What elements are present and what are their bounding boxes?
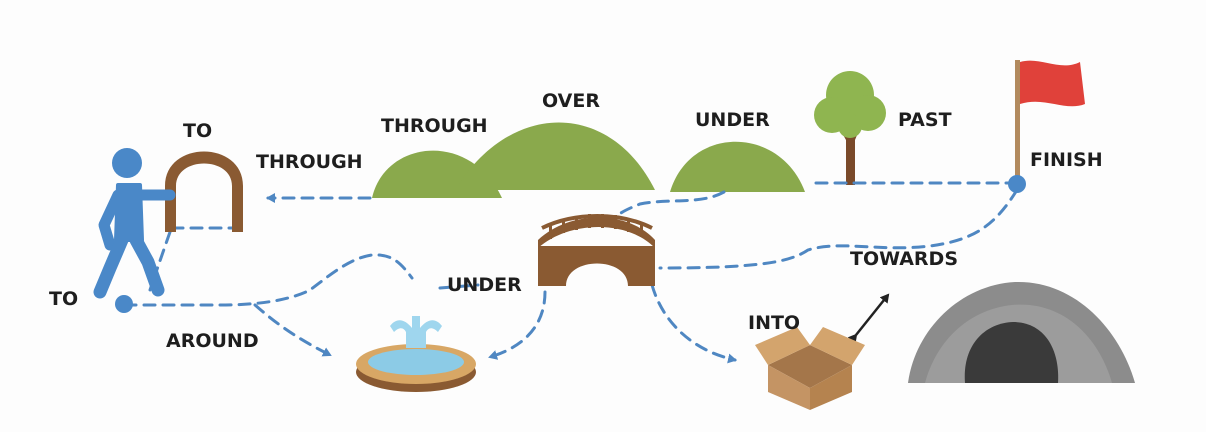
box-icon <box>755 327 865 410</box>
bridge-icon <box>538 214 655 286</box>
tree-icon <box>814 71 886 185</box>
start-point <box>115 295 133 313</box>
label-past: PAST <box>898 109 952 131</box>
cave-icon <box>908 281 1135 383</box>
route-paths <box>123 181 1019 364</box>
label-to-arch: TO <box>183 120 212 142</box>
towards-arrow <box>847 293 890 344</box>
arch-icon <box>165 151 243 232</box>
label-over: OVER <box>542 90 600 112</box>
label-finish: FINISH <box>1030 149 1103 171</box>
fountain-icon <box>356 316 476 392</box>
finish-point <box>1008 175 1026 193</box>
walker-icon <box>93 148 176 299</box>
label-to-start: TO <box>49 288 78 310</box>
label-through-arch: THROUGH <box>256 151 363 173</box>
label-around: AROUND <box>166 330 259 352</box>
label-under-hill: UNDER <box>695 109 770 131</box>
label-through-hill: THROUGH <box>381 115 488 137</box>
label-into: INTO <box>748 312 800 334</box>
flag-icon <box>1015 60 1085 185</box>
label-under-bridge: UNDER <box>447 274 522 296</box>
hill-icon <box>372 122 805 198</box>
label-towards: TOWARDS <box>850 248 958 270</box>
